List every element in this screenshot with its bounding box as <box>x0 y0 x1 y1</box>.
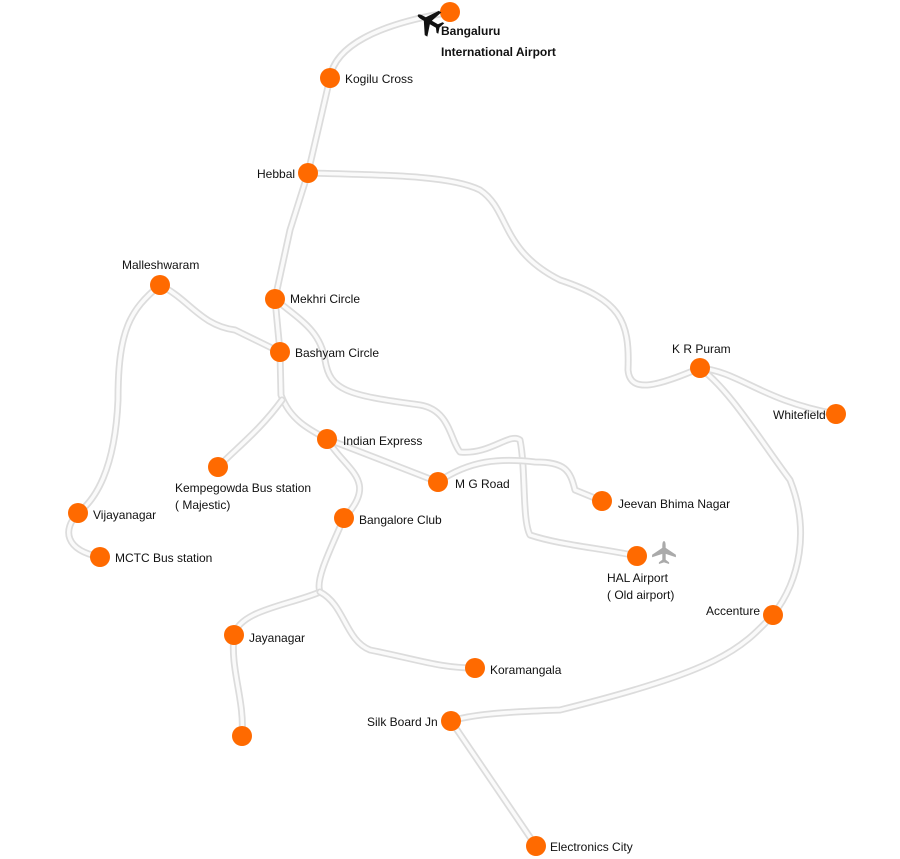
airplane-icon <box>417 10 445 37</box>
station-dot-silk-board[interactable] <box>441 711 461 731</box>
station-label-kr-puram[interactable]: K R Puram <box>672 342 731 356</box>
station-name: Silk Board Jn <box>367 715 438 729</box>
station-label-vijayanagar[interactable]: Vijayanagar <box>93 508 156 522</box>
road-segment <box>273 297 639 558</box>
station-label-bashyam[interactable]: Bashyam Circle <box>295 346 379 360</box>
station-name: Jeevan Bhima Nagar <box>618 497 731 511</box>
road-segment <box>67 283 162 559</box>
station-name: Electronics City <box>550 840 633 854</box>
road-segment <box>304 169 840 418</box>
station-label-kogilu[interactable]: Kogilu Cross <box>345 72 413 86</box>
road-segment <box>436 458 604 503</box>
station-name: Vijayanagar <box>93 508 157 522</box>
station-dot-airport[interactable] <box>440 2 460 22</box>
station-name: Accenture <box>706 604 761 618</box>
road-segment <box>271 295 641 560</box>
station-name: HAL Airport <box>607 571 668 585</box>
station-name: Whitefield <box>773 408 826 422</box>
road-segment <box>318 590 477 670</box>
station-name: Koramangala <box>490 663 562 677</box>
station-name: Bangalore Club <box>359 513 442 527</box>
station-name: Jayanagar <box>249 631 306 645</box>
station-label-electronics-city[interactable]: Electronics City <box>550 840 633 854</box>
station-label-malleshwaram[interactable]: Malleshwaram <box>122 258 199 272</box>
station-dot-hal[interactable] <box>627 546 647 566</box>
station-dot-jeevan-bhima[interactable] <box>592 491 612 511</box>
airport-label-line1: Bangaluru <box>441 24 501 38</box>
station-dot-bangalore-club[interactable] <box>334 508 354 528</box>
airport-label-line2: International Airport <box>441 45 556 59</box>
road-segment <box>306 171 838 416</box>
station-name: M G Road <box>455 477 510 491</box>
station-dot-kr-puram[interactable] <box>690 358 710 378</box>
station-name: Kempegowda Bus station <box>175 481 312 495</box>
station-name: Hebbal <box>257 167 296 181</box>
station-label-jayanagar[interactable]: Jayanagar <box>249 631 305 645</box>
station-name: Mekhri Circle <box>290 292 361 306</box>
station-name: MCTC Bus station <box>115 551 213 565</box>
station-subname: ( Old airport) <box>607 588 675 602</box>
station-label-koramangala[interactable]: Koramangala <box>490 663 561 677</box>
station-name: Bashyam Circle <box>295 346 380 360</box>
station-label-jeevan-bhima[interactable]: Jeevan Bhima Nagar <box>618 497 730 511</box>
station-dot-vijayanagar[interactable] <box>68 503 88 523</box>
station-label-whitefield[interactable]: Whitefield <box>773 408 826 422</box>
station-dot-bashyam[interactable] <box>270 342 290 362</box>
station-label-indian-express[interactable]: Indian Express <box>343 434 422 448</box>
station-dot-malleshwaram[interactable] <box>150 275 170 295</box>
station-dot-jayanagar[interactable] <box>224 625 244 645</box>
station-dot-mctc[interactable] <box>90 547 110 567</box>
station-dot-whitefield[interactable] <box>826 404 846 424</box>
station-dot-mekhri[interactable] <box>265 289 285 309</box>
station-dot-mg-road[interactable] <box>428 472 448 492</box>
station-name: K R Puram <box>672 342 731 356</box>
station-label-silk-board[interactable]: Silk Board Jn <box>367 715 438 729</box>
station-name: Malleshwaram <box>122 258 200 272</box>
station-label-mg-road[interactable]: M G Road <box>455 477 510 491</box>
station-dot-electronics-city[interactable] <box>526 836 546 856</box>
station-dot-hebbal[interactable] <box>298 163 318 183</box>
station-dot-unnamed[interactable] <box>232 726 252 746</box>
station-dot-kempegowda[interactable] <box>208 457 228 477</box>
station-name: Kogilu Cross <box>345 72 414 86</box>
station-subname: ( Majestic) <box>175 498 231 512</box>
station-dot-accenture[interactable] <box>763 605 783 625</box>
old-airport-plane-icon <box>652 541 676 565</box>
station-label-bangalore-club[interactable]: Bangalore Club <box>359 513 442 527</box>
station-dot-indian-express[interactable] <box>317 429 337 449</box>
station-label-hal[interactable]: HAL Airport ( Old airport) <box>607 571 674 602</box>
station-label-hebbal[interactable]: Hebbal <box>257 167 295 181</box>
station-label-accenture[interactable]: Accenture <box>706 604 760 618</box>
station-label-kempegowda[interactable]: Kempegowda Bus station ( Majestic) <box>175 481 311 512</box>
station-label-mekhri[interactable]: Mekhri Circle <box>290 292 360 306</box>
station-label-mctc[interactable]: MCTC Bus station <box>115 551 212 565</box>
station-dot-kogilu[interactable] <box>320 68 340 88</box>
station-name: Indian Express <box>343 434 423 448</box>
station-dot-koramangala[interactable] <box>465 658 485 678</box>
road-segment <box>158 283 282 354</box>
